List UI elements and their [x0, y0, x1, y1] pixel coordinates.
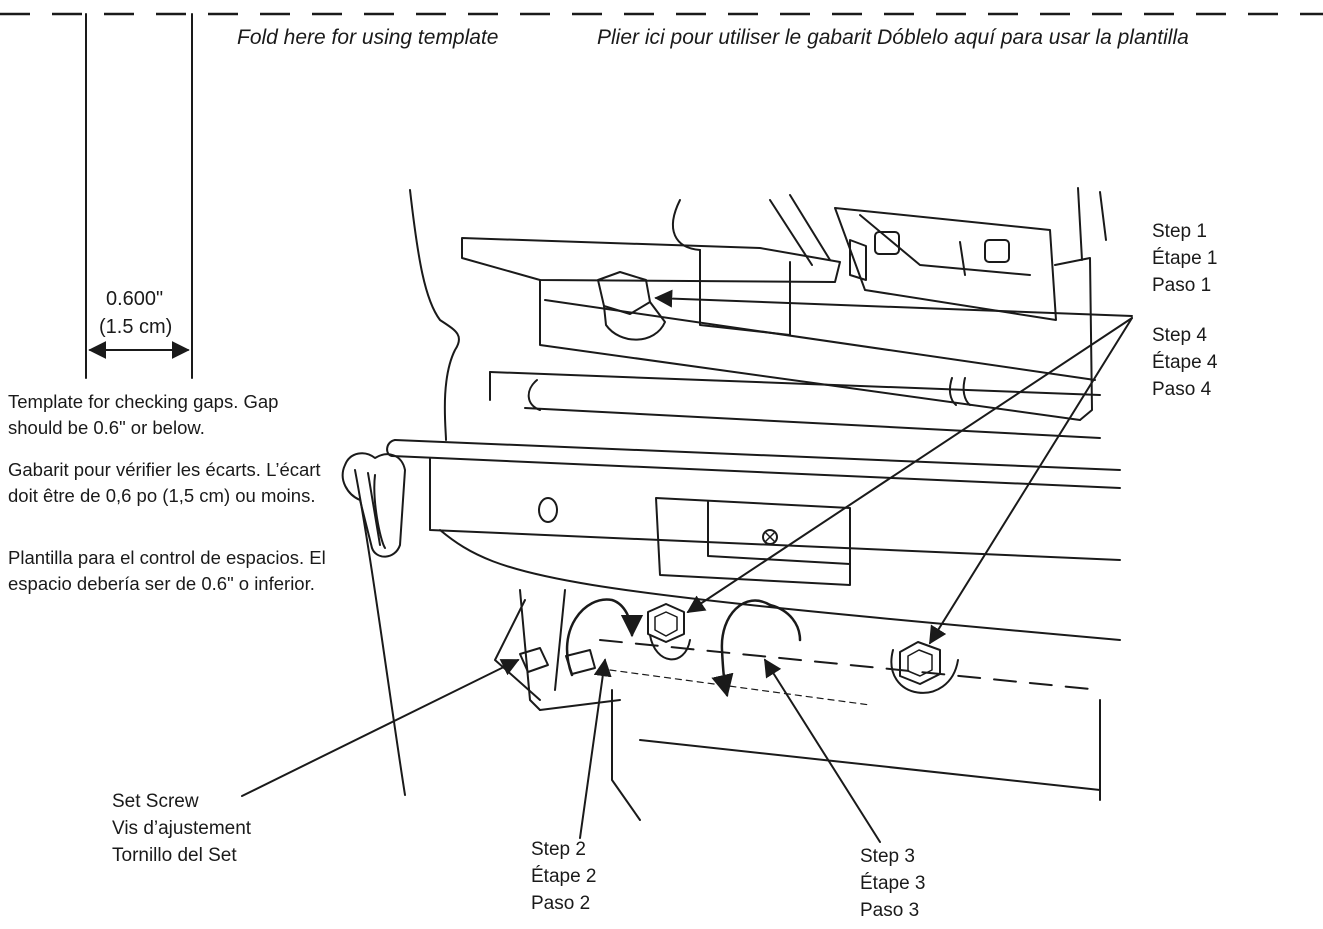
- rotation-arrow-step3: [711, 599, 772, 698]
- instructions-en: Template for checking gaps. Gap should b…: [8, 391, 279, 438]
- callout-step1-en: Step 1: [1152, 221, 1207, 242]
- rotation-arrow-step2: [565, 598, 644, 677]
- leader-step1: [654, 289, 1133, 317]
- upper-bracket: [461, 194, 1096, 421]
- instructions-es: Plantilla para el control de espacios. E…: [8, 547, 326, 594]
- callout-step2-fr: Étape 2: [531, 866, 597, 887]
- middle-rail: [489, 371, 1101, 439]
- dimension-cm: (1.5 cm): [99, 316, 173, 338]
- callout-step2-es: Paso 2: [531, 893, 591, 914]
- callout-set-screw-en: Set Screw: [112, 791, 199, 812]
- callout-step4-es: Paso 4: [1152, 379, 1212, 400]
- callout-step3-fr: Étape 3: [860, 873, 926, 894]
- callout-step4: Step 4 Étape 4 Paso 4: [1152, 322, 1218, 403]
- callout-step3-en: Step 3: [860, 846, 915, 867]
- callout-step3-es: Paso 3: [860, 900, 920, 921]
- callout-step4-fr: Étape 4: [1152, 352, 1218, 373]
- dimension-inches: 0.600": [106, 288, 164, 310]
- printer-housing: [354, 187, 1107, 821]
- callout-step2: Step 2 Étape 2 Paso 2: [531, 836, 597, 917]
- hex-nut-step4-left: [647, 603, 691, 661]
- hex-bolt-step1: [597, 271, 666, 341]
- callout-step2-en: Step 2: [531, 839, 586, 860]
- bottom-assembly: [494, 589, 1101, 791]
- callout-set-screw-es: Tornillo del Set: [112, 845, 237, 866]
- leader-step4-left: [686, 317, 1133, 613]
- callout-step1-fr: Étape 1: [1152, 248, 1218, 269]
- callout-step1: Step 1 Étape 1 Paso 1: [1152, 218, 1218, 299]
- instructions-fr: Gabarit pour vérifier les écarts. L’écar…: [8, 459, 321, 506]
- leader-step3: [764, 658, 881, 843]
- callout-step1-es: Paso 1: [1152, 275, 1212, 296]
- callout-step4-en: Step 4: [1152, 325, 1207, 346]
- callout-set-screw: Set Screw Vis d’ajustement Tornillo del …: [112, 788, 251, 869]
- leader-set-screw: [241, 659, 520, 797]
- callout-set-screw-fr: Vis d’ajustement: [112, 818, 252, 839]
- hex-nut-step4-right: [890, 641, 959, 694]
- fold-instruction-fr-es: Plier ici pour utiliser le gabarit Dóble…: [597, 26, 1189, 49]
- lower-rail: [341, 439, 1121, 641]
- leader-step2: [579, 658, 612, 839]
- leader-step4-right: [929, 317, 1133, 645]
- callout-step3: Step 3 Étape 3 Paso 3: [860, 843, 926, 924]
- fold-instruction-en: Fold here for using template: [237, 26, 499, 49]
